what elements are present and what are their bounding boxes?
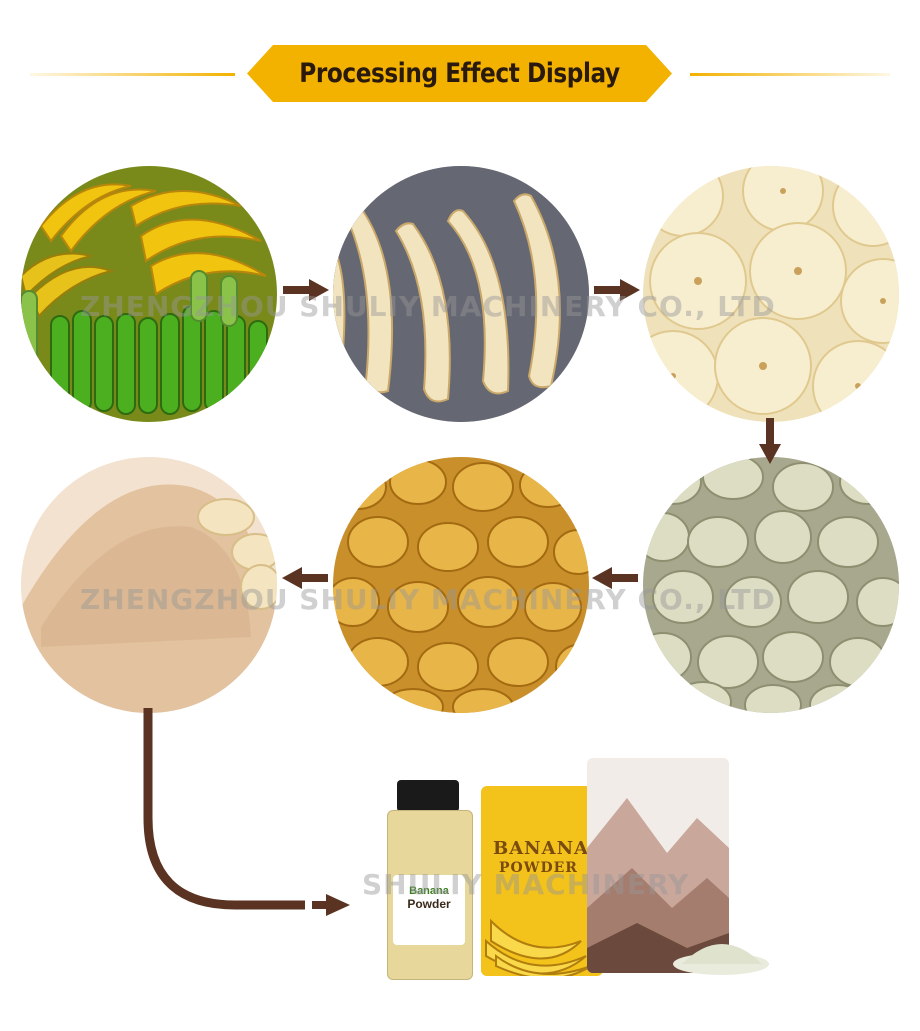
mountain-illustration	[587, 798, 729, 973]
header-line-left	[30, 73, 235, 76]
powder-pile	[673, 944, 769, 975]
pouch-bananas-illustration	[485, 918, 592, 976]
pouch-label-line1: BANANA	[493, 838, 590, 859]
watermark-bottom: SHULIY MACHINERY	[362, 868, 690, 901]
jar-label: Banana Powder	[393, 875, 465, 945]
fried-chips-image	[333, 457, 589, 713]
peeled-bananas-image	[333, 166, 589, 422]
watermark-top: ZHENGZHOU SHULIY MACHINERY CO., LTD	[80, 290, 776, 323]
white-pouch	[587, 758, 729, 973]
watermark-middle: ZHENGZHOU SHULIY MACHINERY CO., LTD	[80, 583, 776, 616]
page-title: Processing Effect Display	[299, 58, 620, 89]
arrow-right-1	[283, 279, 329, 301]
pouch-label-line2: POWDER	[499, 860, 578, 876]
curved-arrow	[143, 708, 350, 916]
yellow-pouch: BANANA POWDER	[481, 786, 603, 976]
jar-cap	[397, 780, 459, 812]
arrow-down	[759, 418, 781, 464]
spice-jar: Banana Powder	[383, 780, 475, 980]
arrow-left-2	[282, 567, 328, 589]
arrow-right-2	[594, 279, 640, 301]
jar-label-line2: Powder	[407, 897, 451, 911]
jar-label-line1: Banana	[409, 885, 449, 897]
fresh-bananas-image	[21, 166, 277, 422]
header-line-right	[690, 73, 890, 76]
banana-powder-image	[21, 457, 277, 713]
arrow-left-1	[592, 567, 638, 589]
title-banner	[247, 45, 672, 102]
